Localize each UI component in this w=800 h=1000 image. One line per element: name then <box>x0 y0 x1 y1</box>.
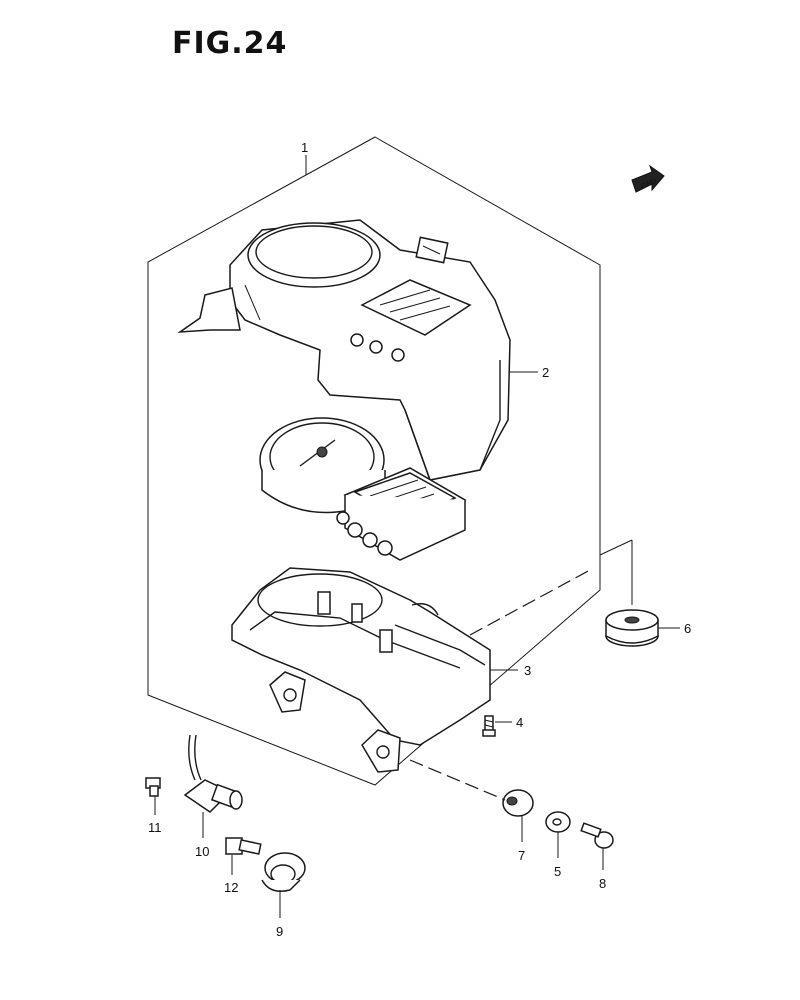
callout-8: 8 <box>599 876 606 891</box>
callout-6: 6 <box>684 621 691 636</box>
assembly-line-7 <box>409 759 506 801</box>
callout-9: 9 <box>276 924 283 939</box>
callout-3: 3 <box>524 663 531 678</box>
callout-10: 10 <box>195 844 209 859</box>
callout-5: 5 <box>554 864 561 879</box>
meter-cover <box>177 219 511 481</box>
callout-4: 4 <box>516 715 523 730</box>
sensor-part-10 <box>183 734 243 813</box>
bolt-part-12 <box>225 837 262 855</box>
screw-part-4 <box>482 715 496 737</box>
assembly-line-6c <box>599 539 633 556</box>
bushing-part-9 <box>261 852 306 892</box>
callout-11: 11 <box>148 820 162 835</box>
meter-assembly <box>259 417 467 561</box>
callout-2: 2 <box>542 365 549 380</box>
bolt-part-11 <box>145 777 161 797</box>
figure-title: FIG.24 <box>172 26 288 61</box>
callout-1: 1 <box>301 140 308 155</box>
bolt-part-8 <box>580 822 614 849</box>
assembly-line-6 <box>469 569 591 636</box>
assembly-frame <box>147 136 601 786</box>
cushion-part-6 <box>605 609 659 647</box>
washer-part-5 <box>545 811 571 833</box>
fwd-arrow: FWD <box>631 164 665 193</box>
meter-case <box>231 567 491 773</box>
grommet-part-7 <box>502 789 534 817</box>
callout-7: 7 <box>518 848 525 863</box>
callout-12: 12 <box>224 880 238 895</box>
